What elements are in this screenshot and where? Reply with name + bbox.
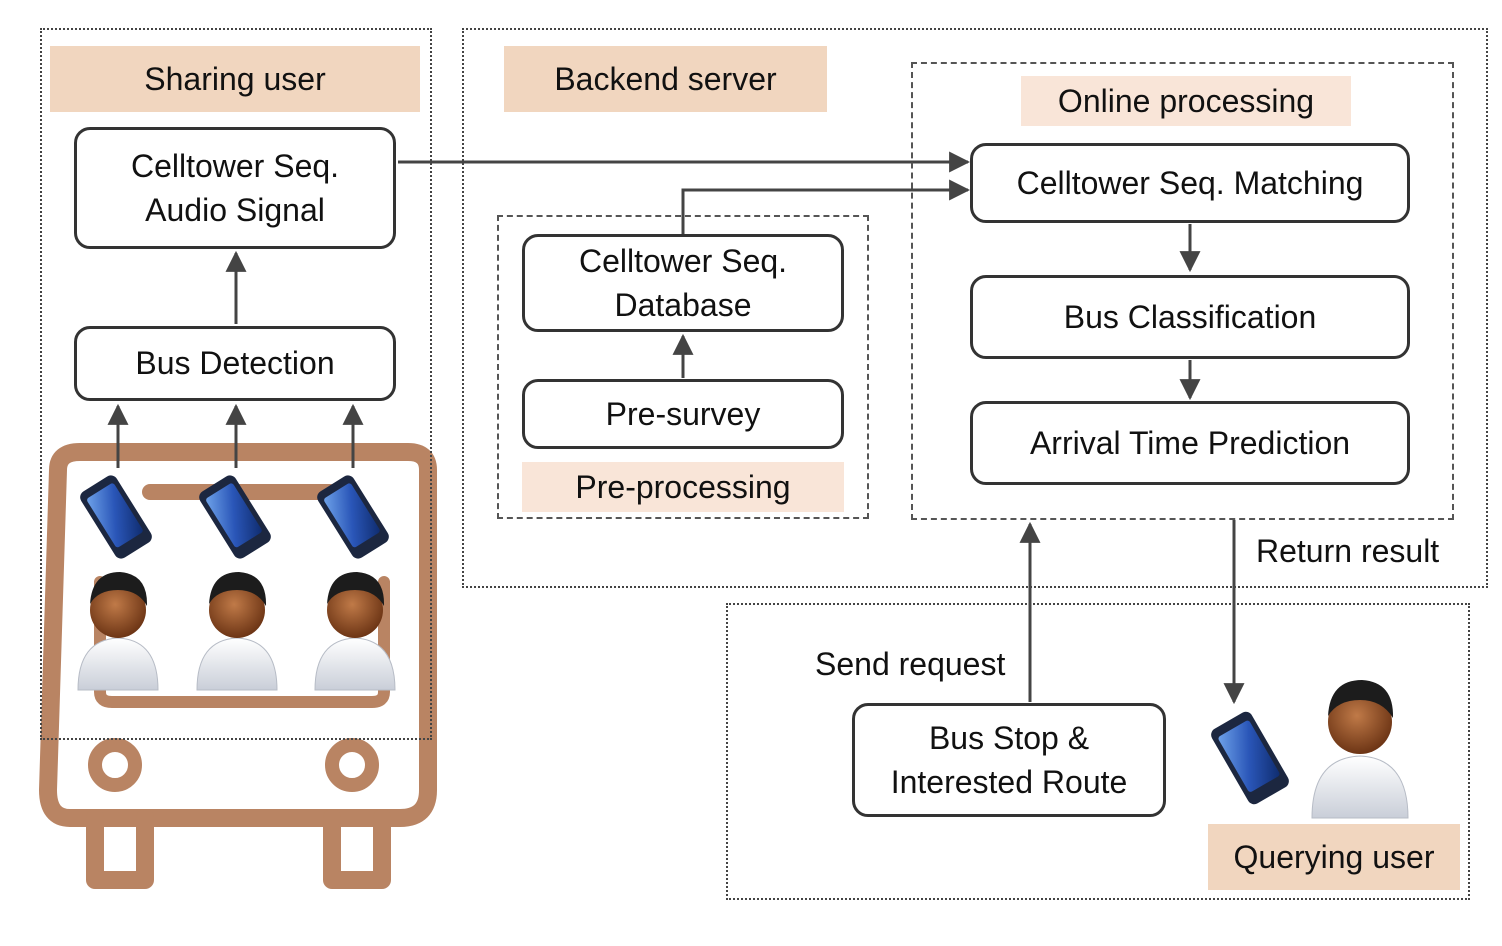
person-icon bbox=[77, 572, 159, 691]
bus-detection-box: Bus Detection bbox=[74, 326, 396, 401]
matching-label: Celltower Seq. Matching bbox=[1016, 164, 1364, 201]
prediction-box: Arrival Time Prediction bbox=[970, 401, 1410, 485]
celltower-database-line2: Database bbox=[614, 287, 752, 323]
preprocessing-region bbox=[497, 215, 869, 519]
classification-box: Bus Classification bbox=[970, 275, 1410, 359]
backend-server-region bbox=[462, 28, 1488, 588]
online-processing-region bbox=[911, 62, 1454, 520]
phone-icon bbox=[1211, 711, 1289, 805]
phone-icon bbox=[317, 475, 389, 559]
send-request-label: Send request bbox=[815, 646, 1006, 682]
celltower-audio-line1: Celltower Seq. bbox=[130, 147, 340, 184]
celltower-database-line1: Celltower Seq. bbox=[578, 242, 788, 279]
person-icon bbox=[196, 572, 278, 691]
backend-server-title: Backend server bbox=[504, 46, 827, 112]
celltower-audio-line2: Audio Signal bbox=[145, 192, 325, 228]
presurvey-label: Pre-survey bbox=[605, 395, 761, 432]
prediction-label: Arrival Time Prediction bbox=[1029, 424, 1351, 461]
celltower-audio-box: Celltower Seq. Audio Signal bbox=[74, 127, 396, 249]
return-result-label: Return result bbox=[1256, 533, 1440, 569]
querying-user-region bbox=[726, 603, 1470, 900]
person-icon bbox=[314, 572, 396, 691]
request-line1: Bus Stop & bbox=[928, 719, 1090, 756]
celltower-database-box: Celltower Seq. Database bbox=[522, 234, 844, 332]
bus-icon bbox=[39, 443, 437, 889]
preprocessing-title: Pre-processing bbox=[522, 462, 844, 512]
classification-label: Bus Classification bbox=[1063, 298, 1317, 335]
online-processing-title: Online processing bbox=[1021, 76, 1351, 126]
phone-icon bbox=[199, 475, 271, 559]
phone-icon bbox=[80, 475, 152, 559]
bus-detection-label: Bus Detection bbox=[135, 345, 335, 382]
querying-user-title: Querying user bbox=[1208, 824, 1460, 890]
presurvey-box: Pre-survey bbox=[522, 379, 844, 449]
request-box: Bus Stop & Interested Route bbox=[852, 703, 1166, 817]
flow-arrows bbox=[107, 151, 1245, 705]
request-line2: Interested Route bbox=[890, 764, 1128, 800]
person-icon bbox=[1311, 680, 1409, 819]
sharing-user-title: Sharing user bbox=[50, 46, 420, 112]
sharing-user-region bbox=[40, 28, 432, 740]
matching-box: Celltower Seq. Matching bbox=[970, 143, 1410, 223]
